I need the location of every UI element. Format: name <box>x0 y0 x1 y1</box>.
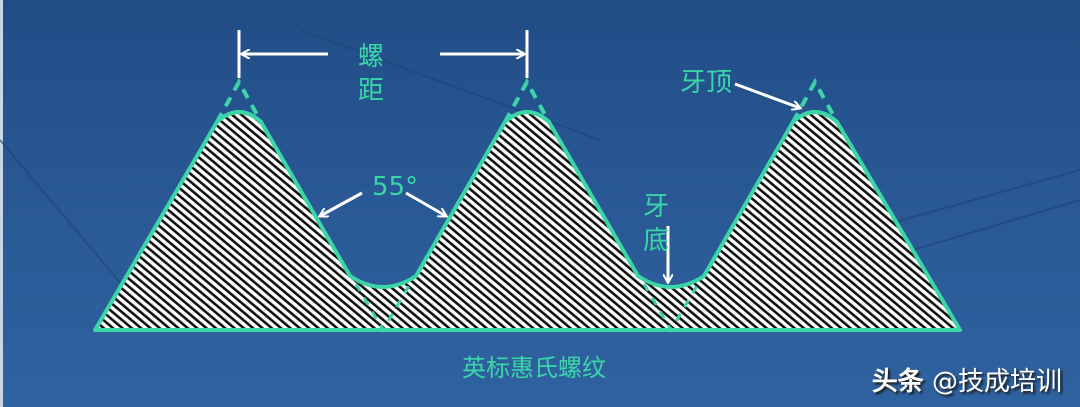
thread-profile-shape <box>93 110 962 332</box>
root-label-char-2: 底 <box>642 226 669 256</box>
crest-virtual-lines <box>215 77 839 123</box>
pitch-label-char-1: 螺 <box>357 42 384 72</box>
watermark: 头条 @技成培训 <box>872 361 1062 398</box>
angle-label: 55° <box>372 172 419 202</box>
crest-label: 牙顶 <box>680 68 733 98</box>
diagram-title: 英标惠氏螺纹 <box>462 354 606 382</box>
watermark-brand: 头条 <box>871 367 924 397</box>
root-label: 牙 底 <box>641 190 671 258</box>
crest-arrow <box>734 82 800 108</box>
root-virtual-lines <box>354 283 700 333</box>
angle-arrows <box>320 191 446 216</box>
watermark-account: @技成培训 <box>931 367 1062 397</box>
left-edge-strip <box>0 0 3 407</box>
pitch-label: 螺 距 <box>356 40 386 108</box>
pitch-dimension <box>237 30 529 78</box>
pitch-label-char-2: 距 <box>357 76 384 106</box>
root-label-char-1: 牙 <box>642 192 669 222</box>
